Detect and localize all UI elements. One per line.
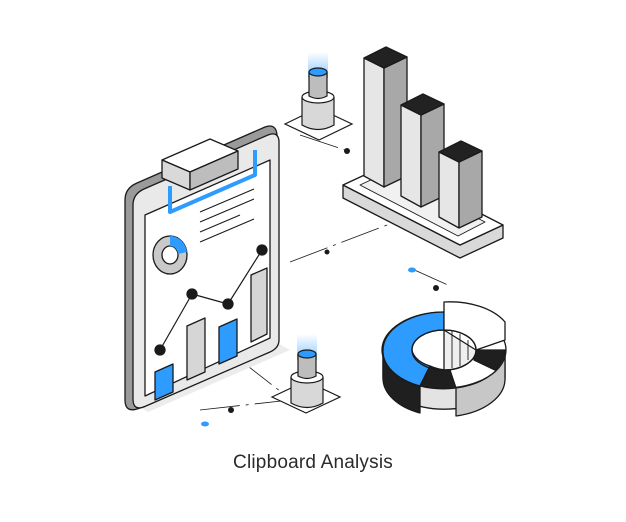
data-connector-pin-bottom: [270, 334, 342, 414]
illustration-caption: Clipboard Analysis: [233, 452, 393, 473]
isometric-donut-chart: [381, 301, 507, 417]
isometric-bar-chart: [342, 46, 504, 259]
clipboard-with-report: [124, 125, 290, 412]
data-connector-pin-top: [283, 52, 354, 141]
connector-dots: [201, 148, 439, 427]
